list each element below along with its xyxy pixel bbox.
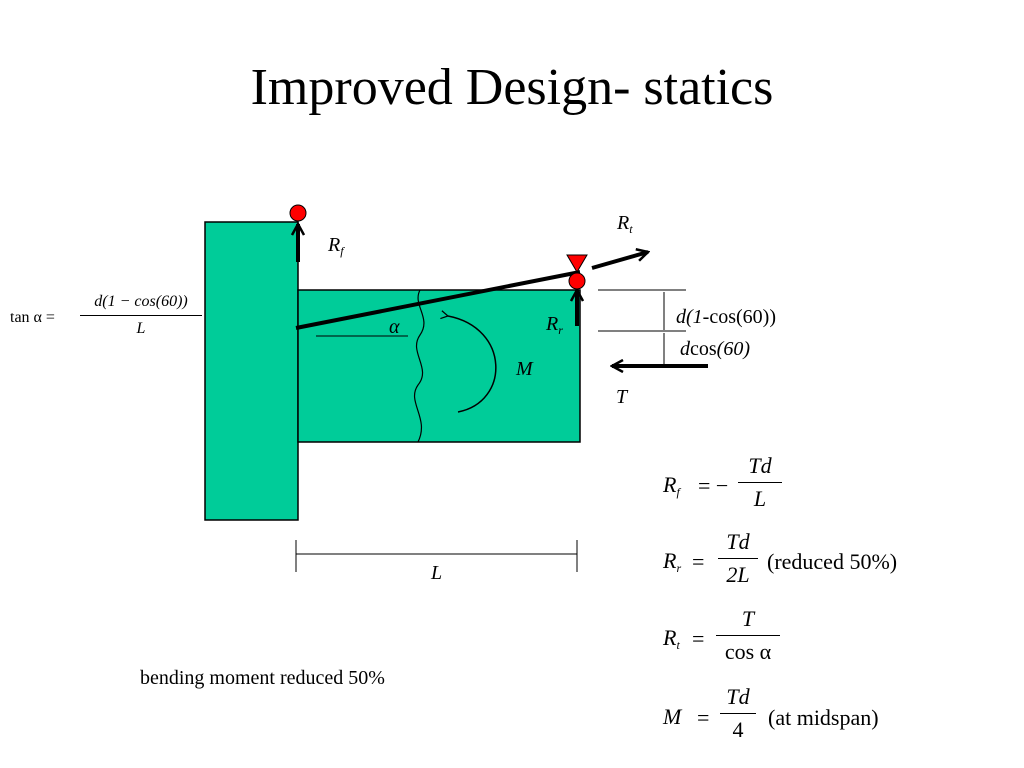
page-title: Improved Design- statics	[250, 59, 774, 116]
eq4-note: (at midspan)	[768, 705, 879, 730]
tan-alpha-lhs: tan α =	[10, 309, 55, 326]
tan-numerator: d(1 − cos(60))	[94, 293, 188, 310]
eq1-lhs: Rf	[663, 472, 680, 499]
eq1-den: L	[753, 486, 767, 511]
label-alpha: α	[389, 316, 400, 338]
label-rr: Rr	[546, 313, 563, 337]
eq3-fraction: T cos α	[716, 606, 780, 665]
eq3-den: cos α	[724, 639, 772, 664]
eq4-lhs: M	[663, 704, 682, 729]
eq4-num: Td	[726, 684, 750, 709]
tan-denominator: L	[136, 320, 146, 337]
eq4-fraction: Td 4	[720, 684, 756, 743]
top-pivot-circle	[289, 204, 307, 222]
eq2-den: 2L	[726, 562, 750, 587]
horizontal-arm	[297, 289, 581, 443]
label-d-cos: dcos(60)	[680, 338, 750, 360]
eq2-lhs: Rr	[663, 548, 682, 575]
eq2-fraction: Td 2L	[718, 529, 758, 588]
eq1-op: = −	[698, 473, 729, 498]
eq2-op: =	[692, 549, 705, 574]
label-d-one-minus-cos: d(1-cos(60))	[676, 306, 776, 328]
section-cut-line	[413, 289, 425, 443]
bending-moment-note: bending moment reduced 50%	[140, 667, 385, 689]
eq3-num: T	[741, 606, 755, 631]
moment-arc	[440, 310, 497, 413]
label-moment: M	[516, 358, 533, 380]
eq2-num: Td	[726, 529, 750, 554]
label-rt: Rt	[617, 212, 633, 236]
eq1-fraction: Td L	[738, 453, 782, 512]
rt-arrow	[591, 252, 648, 270]
eq1-num: Td	[748, 453, 772, 478]
eq4-den: 4	[732, 717, 744, 742]
eq4-op: =	[697, 705, 710, 730]
label-rf: Rf	[328, 234, 344, 258]
eq3-op: =	[692, 626, 705, 651]
label-tension: T	[616, 386, 628, 408]
eq3-lhs: Rt	[663, 625, 680, 652]
right-pivot-circle	[568, 272, 586, 290]
eq2-note: (reduced 50%)	[767, 549, 898, 574]
tan-alpha-fraction: d(1 − cos(60)) L	[80, 292, 202, 339]
roller-triangle	[566, 254, 588, 273]
tension-rod	[295, 270, 581, 330]
vertical-post	[204, 221, 299, 521]
label-length: L	[431, 562, 443, 584]
